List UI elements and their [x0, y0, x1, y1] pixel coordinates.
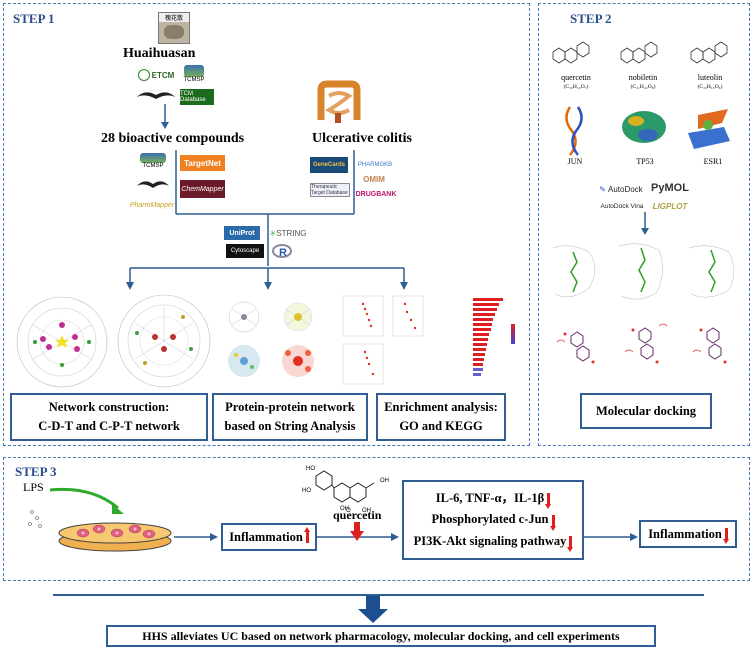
enrichment-plot-images: [342, 295, 515, 385]
compound-formula-quercetin: (C₁₅H₁₀O₇): [563, 84, 589, 90]
arrow-dish-to-inflammation: [174, 533, 218, 541]
step2-label: STEP 2: [570, 11, 612, 26]
ctd-network-image: [16, 296, 108, 388]
arrow-software-to-docking: [641, 212, 649, 235]
compound-formula-nobiletin: (C₂₁H₂₂O₈): [630, 84, 656, 90]
protein-esr1: ESR1: [703, 157, 723, 166]
connector-lines: [126, 150, 408, 290]
compounds-title: 28 bioactive compounds: [101, 131, 245, 146]
logo-tcmsp-2: TCMSP: [135, 152, 171, 170]
logo-chemmapper: ChemMapper: [180, 180, 225, 198]
svg-text:OH: OH: [340, 506, 349, 512]
enrich-box-line1: Enrichment analysis:: [384, 400, 498, 415]
lps-label: LPS: [23, 480, 44, 494]
inflammation-up-box: Inflammation: [221, 523, 317, 551]
quercetin-down-arrow-icon: [350, 522, 364, 541]
logo-r: R: [272, 242, 292, 260]
logo-pymol: PyMOL: [651, 182, 689, 194]
logo-omim: OMIM: [363, 174, 385, 184]
enrich-box-line2: GO and KEGG: [399, 419, 483, 433]
disease-title: Ulcerative colitis: [312, 131, 412, 146]
inflammation-down-label: Inflammation: [648, 526, 722, 541]
marker-pi3k-row: PI3K-Akt signaling pathway: [414, 531, 574, 552]
inflammation-down-arrow-icon: [722, 528, 729, 544]
marker-cytokines-row: IL-6, TNF-α，IL-1β: [436, 488, 552, 510]
conclusion-box: HHS alleviates UC based on network pharm…: [106, 625, 656, 647]
protein-structures: [565, 106, 730, 156]
logo-pharmmapper: PharmMapper: [129, 201, 175, 209]
svg-text:R: R: [279, 247, 287, 259]
svg-text:O: O: [346, 508, 351, 514]
arrow-markers-to-outcome: [584, 533, 638, 541]
markers-box: IL-6, TNF-α，IL-1β Phosphorylated c-Jun P…: [402, 480, 584, 560]
logo-uniprot: UniProt: [224, 226, 260, 240]
logo-ttd: Therapeutic Target Database: [310, 183, 350, 197]
compound-name-luteolin: luteolin: [697, 73, 723, 82]
divider-line: [53, 594, 704, 596]
arrow-herb-to-compounds: [161, 104, 169, 129]
step2-panel: [538, 3, 750, 446]
cpt-network-image: [117, 294, 211, 388]
enrichment-box: Enrichment analysis: GO and KEGG: [376, 393, 506, 441]
logo-genecards: GeneCards: [310, 157, 348, 173]
inflammation-up-arrow-icon: [303, 527, 310, 543]
molecular-docking-box: Molecular docking: [580, 393, 712, 429]
svg-text:OH: OH: [362, 508, 371, 514]
protein-tp53: TP53: [636, 157, 654, 166]
cytokines-down-arrow-icon: [545, 493, 552, 510]
lps-arrow-and-dots: [28, 487, 124, 528]
step1-label: STEP 1: [13, 11, 55, 26]
step3-label: STEP 3: [15, 464, 57, 479]
logo-tcm-database: TCM Database: [180, 89, 214, 105]
protein-jun: JUN: [567, 157, 583, 166]
compound-formula-luteolin: (C₁₅H₁₀O₆): [697, 84, 723, 90]
logo-swisstarget: [135, 178, 171, 190]
logo-drugbank: DRUGBANK: [355, 190, 397, 198]
pi3k-down-arrow-icon: [567, 535, 574, 552]
logo-autodock: ✎AutoDock: [599, 184, 643, 194]
docking-3d-images: [552, 243, 735, 300]
herb-label: 槐花散: [159, 13, 189, 22]
herb-name: Huaihuasan: [123, 46, 196, 61]
inflammation-up-label: Inflammation: [229, 529, 303, 544]
compound-name-nobiletin: nobiletin: [628, 73, 658, 82]
inflammation-down-box: Inflammation: [639, 520, 737, 548]
docking-box-label: Molecular docking: [595, 403, 697, 418]
ppi-box-line1: Protein-protein network: [225, 400, 355, 415]
docking-2d-images: [556, 323, 727, 364]
network-box-line2: C-D-T and C-P-T network: [38, 419, 180, 433]
colon-image: [315, 80, 363, 124]
logo-symmap: [135, 89, 177, 101]
cjun-down-arrow-icon: [549, 514, 556, 531]
compound-name-quercetin: quercetin: [561, 73, 591, 82]
compound-structures: [552, 41, 728, 64]
logo-string: ✳STRING: [269, 228, 307, 238]
herb-image: 槐花散: [158, 12, 190, 44]
logo-etcm: ETCM: [135, 67, 177, 83]
step3-panel: [3, 457, 750, 581]
conclusion-down-arrow-icon: [358, 596, 388, 623]
logo-cytoscape: Cytoscape: [226, 244, 264, 258]
ppi-box-line2: based on String Analysis: [224, 419, 356, 433]
logo-targetnet: TargetNet: [180, 155, 225, 171]
ppi-box: Protein-protein network based on String …: [212, 393, 368, 441]
logo-pharmgkb: PHARMGKB: [357, 162, 393, 168]
network-construction-box: Network construction: C-D-T and C-P-T ne…: [10, 393, 208, 441]
conclusion-text: HHS alleviates UC based on network pharm…: [142, 629, 620, 643]
step1-panel: [3, 3, 530, 446]
quercetin-label: quercetin: [333, 508, 382, 522]
svg-text:HO: HO: [306, 466, 315, 472]
ppi-network-images: [228, 301, 314, 377]
network-box-line1: Network construction:: [48, 400, 170, 415]
logo-autodock-vina: AutoDock Vina: [600, 202, 644, 210]
svg-text:OH: OH: [380, 478, 389, 484]
logo-ligplot: LIGPLOT: [652, 201, 688, 211]
petri-dish-image: [58, 522, 172, 552]
logo-tcmsp: TCMSP: [182, 63, 206, 85]
svg-text:HO: HO: [302, 488, 311, 494]
marker-cjun-row: Phosphorylated c-Jun: [431, 509, 556, 531]
